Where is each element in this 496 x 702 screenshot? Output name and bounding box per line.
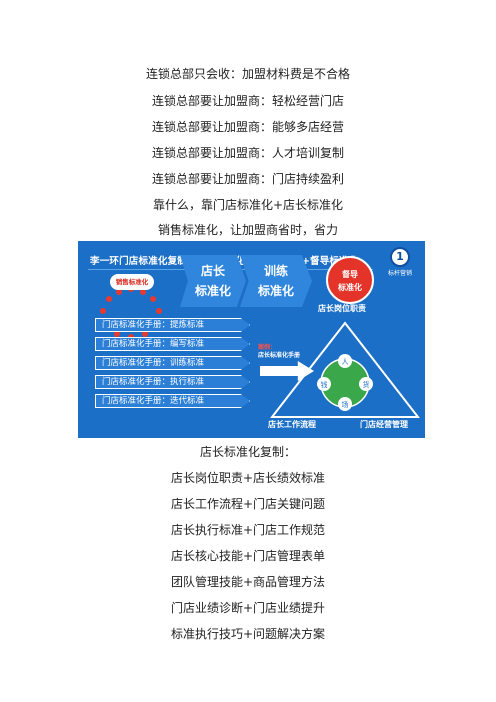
manual-item: 门店标准化手册：执行标准 xyxy=(95,375,250,389)
logo-text: 标杆营销 xyxy=(387,270,412,277)
text-line-4: 连锁总部要让加盟商：人才培训复制 xyxy=(151,146,344,160)
dot xyxy=(114,331,120,337)
logo: 1 标杆营销 xyxy=(383,247,417,281)
supervise-standard-circle: 督导 标准化 xyxy=(326,256,374,304)
text-line-11: 店长执行标准+门店工作规范 xyxy=(170,523,326,537)
dot xyxy=(116,289,122,295)
node-label: 场 xyxy=(342,400,349,409)
text-line-12: 店长核心技能+门店管理表单 xyxy=(170,549,326,563)
dot xyxy=(142,331,148,337)
right-arrow-icon xyxy=(260,361,314,381)
dot xyxy=(156,308,162,314)
chevron-line-1: 训练 xyxy=(263,264,288,278)
triangle-top-label: 店长岗位职责 xyxy=(318,304,366,313)
text-line-8: 店长标准化复制： xyxy=(199,445,296,459)
manual-item: 门店标准化手册：编写标准 xyxy=(95,337,250,351)
text-line-14: 门店业绩诊断+门店业绩提升 xyxy=(170,601,326,615)
text-line-15: 标准执行技巧+问题解决方案 xyxy=(170,627,326,641)
chevron-line-1: 店长 xyxy=(200,264,225,278)
text-line-7: 销售标准化，让加盟商省时，省力 xyxy=(157,223,338,237)
chevron-line-2: 标准化 xyxy=(257,284,294,298)
node-label: 人 xyxy=(342,358,349,366)
text-line-5: 连锁总部要让加盟商：门店持续盈利 xyxy=(151,172,344,186)
text-line-3: 连锁总部要让加盟商：能够多店经营 xyxy=(151,120,344,134)
case-prefix: 案例： xyxy=(258,344,277,351)
chevron-training-standard: 训练 标准化 xyxy=(240,255,312,307)
node-money xyxy=(317,377,331,391)
triangle-left-label: 店长工作流程 xyxy=(268,420,316,429)
dot xyxy=(106,296,112,302)
node-people xyxy=(338,354,352,368)
node-label: 钱 xyxy=(321,380,328,389)
dot xyxy=(100,308,106,314)
text-line-13: 团队管理技能+商品管理方法 xyxy=(170,575,326,589)
dot xyxy=(150,296,156,302)
dot xyxy=(140,289,146,295)
triangle-right-label: 门店经营管理 xyxy=(360,420,408,429)
manual-item: 门店标准化手册：训练标准 xyxy=(95,356,250,370)
node-label: 货 xyxy=(363,380,370,389)
chevron-manager-standard: 店长 标准化 xyxy=(180,255,246,307)
logo-icon: 1 xyxy=(390,247,410,267)
text-line-1: 连锁总部只会收：加盟材料费是不合格 xyxy=(145,67,350,81)
triangle-outline xyxy=(270,321,420,418)
sales-dots-ring xyxy=(98,286,168,341)
supervise-line-2: 标准化 xyxy=(338,283,362,292)
node-goods xyxy=(359,377,373,391)
case-text: 店长标准化手册 xyxy=(258,352,301,359)
manual-item: 门店标准化手册：迭代标准 xyxy=(95,394,250,408)
manual-item: 门店标准化手册：提炼标准 xyxy=(95,318,250,332)
case-label: 案例： 店长标准化手册 xyxy=(258,344,300,360)
supervise-line-1: 督导 xyxy=(342,270,358,279)
store-management-triangle: 人 钱 货 场 xyxy=(270,321,420,418)
text-line-2: 连锁总部要让加盟商：轻松经营门店 xyxy=(151,94,344,108)
chevron-line-2: 标准化 xyxy=(194,284,231,298)
text-line-10: 店长工作流程+门店关键问题 xyxy=(170,497,326,511)
node-place xyxy=(338,397,352,411)
sales-standard-badge: 销售标准化 xyxy=(110,274,154,290)
text-line-6: 靠什么，靠门店标准化+店长标准化 xyxy=(152,198,344,212)
text-line-9: 店长岗位职责+店长绩效标准 xyxy=(170,471,326,485)
